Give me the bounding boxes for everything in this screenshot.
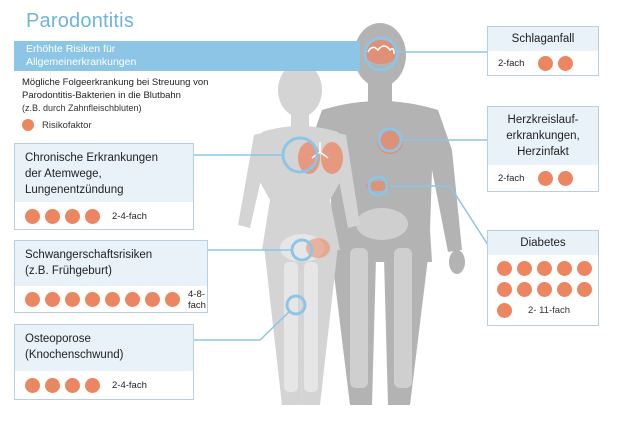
risk-factor-dot-icon [497,261,512,276]
risk-factor-dot-icon [537,282,552,297]
risk-factor-dot-icon [517,261,532,276]
risk-title-line: Osteoporose [25,333,91,345]
risk-factor-dot-icon [125,292,140,307]
risk-box-herz: Herzkreislauf- erkrankungen, Herzinfakt … [487,106,599,192]
knee-ring [285,294,307,316]
risk-box-schwangerschaft: Schwangerschaftsrisiken (z.B. Frühgeburt… [14,240,208,313]
risk-factor-dot-icon [45,292,60,307]
risk-box-schwangerschaft-body: 4-8-fach [15,286,207,313]
risk-title-line: Herzkreislauf- [507,114,579,126]
risk-box-osteoporose: Osteoporose (Knochenschwund) 2-4-fach [14,324,194,400]
risk-title-line: Chronische Erkrankungen [25,152,158,164]
risk-factor-text: 2-fach [498,58,525,69]
risk-factor-text: 2-4-fach [112,210,147,222]
risk-box-atemwege-head: Chronische Erkrankungen der Atemwege, Lu… [15,144,193,202]
risk-factor-dot-icon [577,261,592,276]
risk-factor-text: 2- 11-fach [528,305,571,316]
risk-factor-dot-icon [517,282,532,297]
risk-dots [25,292,180,307]
connector-diabetes [387,185,489,246]
risk-factor-text: 4-8-fach [188,288,206,311]
risk-factor-dot-icon [25,208,40,224]
risk-box-osteoporose-body: 2-4-fach [15,371,193,400]
subtext-line-1: Mögliche Folgeerkrankung bei Streuung vo… [22,77,209,88]
risk-title-line: (z.B. Frühgeburt) [25,265,112,277]
risk-box-diabetes-head: Diabetes [488,231,598,255]
risk-box-schlaganfall: Schlaganfall 2-fach [487,26,599,76]
risk-factor-dot-icon [85,378,100,393]
risk-box-herz-head: Herzkreislauf- erkrankungen, Herzinfakt [488,107,598,165]
risk-factor-dot-icon [538,56,554,71]
risk-title-line: Schlaganfall [511,33,575,45]
connector-osteoporose [193,310,291,341]
risk-factor-dot-icon [558,56,574,71]
subtext: Mögliche Folgeerkrankung bei Streuung vo… [22,77,208,115]
risk-title-line: erkrankungen, [506,130,580,142]
brain-organ [364,40,398,64]
risk-box-atemwege-body: 2-4-fach [15,202,193,230]
risk-factor-dot-icon [105,292,120,307]
risk-factor-dot-icon [557,282,572,297]
risk-factor-dot-icon [557,261,572,276]
risk-dots [25,208,100,224]
risk-factor-dot-icon [22,119,34,131]
risk-factor-dot-icon [45,208,60,224]
risk-factor-dot-icon [85,208,100,224]
risk-title-line: (Knochenschwund) [25,349,124,361]
brain-ring [363,36,399,72]
risk-box-atemwege: Chronische Erkrankungen der Atemwege, Lu… [14,143,194,230]
pancreas-organ [366,181,390,191]
risk-title-line: der Atemwege, [25,168,102,180]
risk-box-schlaganfall-body: 2-fach [488,51,598,76]
risk-factor-text: 2-4-fach [112,380,147,391]
risk-factor-dot-icon [537,261,552,276]
banner-line-1: Erhöhte Risiken für [26,43,116,55]
risk-factor-dot-icon [145,292,160,307]
risk-box-diabetes-body [488,255,598,318]
risk-title-line: Lungenentzündung [25,184,124,196]
risk-factor-dot-icon [25,292,40,307]
legend-label: Risikofaktor [42,119,92,131]
risk-banner: Erhöhte Risiken für Allgemeinerkrankunge… [14,41,360,71]
risk-dots [538,171,574,186]
risk-factor-dot-icon [497,303,512,318]
risk-factor-dot-icon [45,378,60,393]
risk-factor-dot-icon [165,292,180,307]
legend: Risikofaktor [22,119,92,131]
male-skeleton [350,208,412,388]
subtext-line-2: Parodontitis-Bakterien in die Blutbahn [22,89,181,101]
risk-title-line: Herzinfakt [517,146,569,158]
risk-box-osteoporose-head: Osteoporose (Knochenschwund) [15,325,193,371]
risk-factor-dot-icon [558,171,574,186]
risk-box-schlaganfall-head: Schlaganfall [488,27,598,51]
risk-box-schwangerschaft-head: Schwangerschaftsrisiken (z.B. Frühgeburt… [15,241,207,286]
risk-box-diabetes: Diabetes 2- 11-fach [487,230,599,326]
risk-dots [538,56,574,71]
risk-factor-dot-icon [25,378,40,393]
subtext-line-3: (z.B. durch Zahnfleischbluten) [22,103,142,113]
risk-dots [497,261,593,318]
risk-factor-text: 2-fach [498,173,525,184]
risk-factor-dot-icon [538,171,554,186]
risk-dots [25,378,100,393]
risk-factor-dot-icon [577,282,592,297]
banner-line-2: Allgemeinerkrankungen [26,56,137,68]
risk-factor-dot-icon [65,378,80,393]
risk-title-line: Schwangerschaftsrisiken [25,249,153,261]
risk-factor-dot-icon [497,282,512,297]
page-title: Parodontitis [26,10,135,32]
risk-factor-dot-icon [65,292,80,307]
risk-factor-dot-icon [65,208,80,224]
risk-box-herz-body: 2-fach [488,165,598,192]
risk-factor-dot-icon [85,292,100,307]
risk-title-line: Diabetes [520,237,566,249]
